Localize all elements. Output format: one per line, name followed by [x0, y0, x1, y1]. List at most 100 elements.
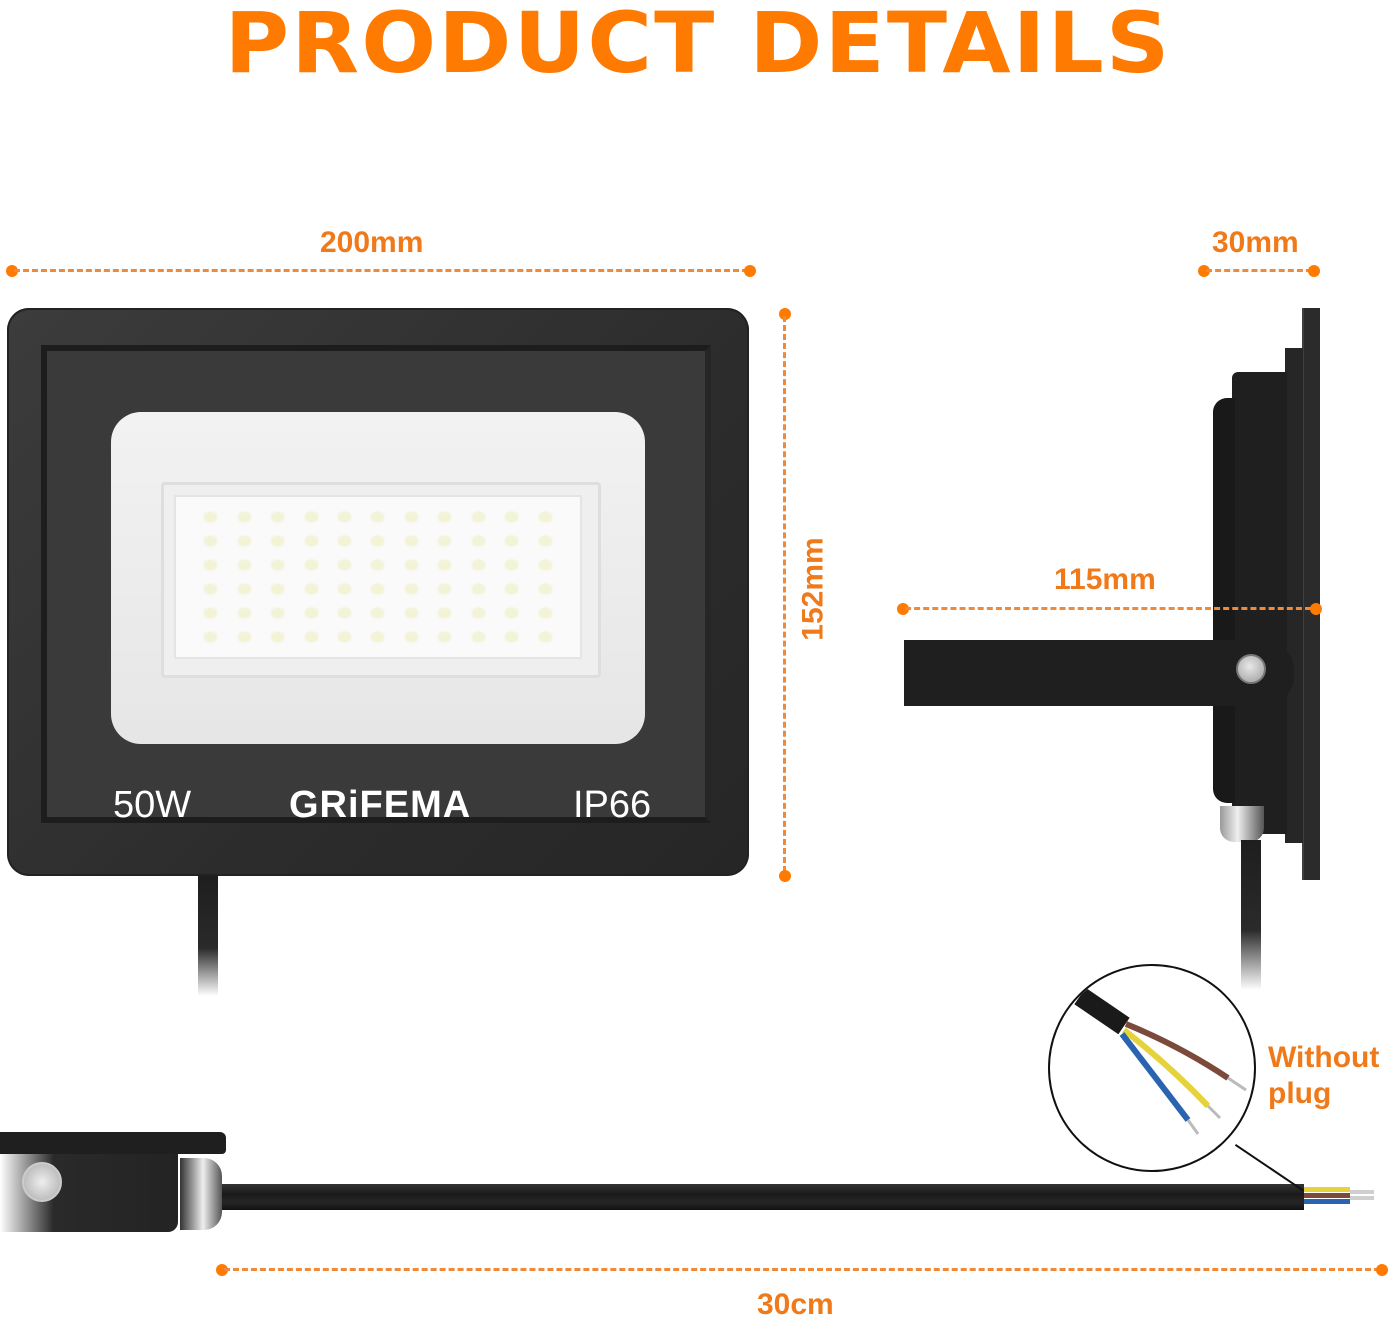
led-chip [272, 513, 284, 521]
cable-dimension-start-dot [216, 1264, 228, 1276]
side-power-cable [1241, 840, 1261, 990]
stripped-wires-icon [1074, 987, 1247, 1135]
led-chip [372, 633, 384, 641]
bottom-view-lamp-edge [0, 1132, 226, 1154]
led-chip [539, 537, 551, 545]
callout-line-2: plug [1268, 1077, 1332, 1110]
bracket-bolt-icon [1236, 654, 1266, 684]
side-view-front-plate [1302, 308, 1320, 880]
led-chip [506, 585, 518, 593]
led-chip [539, 513, 551, 521]
side-view-step [1285, 348, 1303, 843]
led-chip [405, 537, 417, 545]
cable-dimension-line [224, 1268, 1380, 1271]
bottom-bolt-icon [22, 1162, 62, 1202]
led-chip [339, 537, 351, 545]
width-dimension-end-dot [744, 265, 756, 277]
led-chip [405, 513, 417, 521]
led-chip [372, 609, 384, 617]
led-chip [205, 513, 217, 521]
ip-rating-label: IP66 [573, 784, 652, 826]
led-chip [439, 633, 451, 641]
led-chip [272, 609, 284, 617]
led-chip [506, 609, 518, 617]
led-chip [439, 537, 451, 545]
led-chip [506, 537, 518, 545]
led-chip [372, 513, 384, 521]
wire-tip [1350, 1196, 1374, 1200]
led-chip [305, 561, 317, 569]
led-chip [472, 609, 484, 617]
side-view-housing [1232, 372, 1287, 834]
depth-dimension-line [1206, 269, 1312, 272]
led-chip [205, 585, 217, 593]
wire-tip [1350, 1190, 1374, 1194]
height-dimension-end-dot [779, 870, 791, 882]
led-chip [372, 561, 384, 569]
bracket-dimension-line [905, 607, 1311, 610]
led-chip [238, 537, 250, 545]
led-chip [506, 561, 518, 569]
led-chip [305, 513, 317, 521]
led-chip [238, 513, 250, 521]
led-chip [205, 633, 217, 641]
led-chip [339, 633, 351, 641]
depth-dimension-start-dot [1198, 265, 1210, 277]
height-dimension-start-dot [779, 308, 791, 320]
led-chip [472, 537, 484, 545]
led-chip [405, 609, 417, 617]
led-chip [372, 537, 384, 545]
floodlight-reflector [111, 412, 645, 744]
reflector-inner-bevel [161, 482, 601, 678]
floodlight-front-view: 50W GRiFEMA IP66 [7, 308, 749, 876]
width-dimension-line [14, 269, 748, 272]
led-chip [238, 633, 250, 641]
depth-dimension-end-dot [1308, 265, 1320, 277]
led-chip [439, 561, 451, 569]
cable-gland [1220, 806, 1264, 842]
without-plug-callout: Without plug [1268, 1040, 1379, 1112]
power-label: 50W [113, 784, 192, 826]
cable-dimension-end-dot [1376, 1264, 1388, 1276]
led-chip [539, 585, 551, 593]
mounting-bracket [904, 640, 1294, 706]
led-chip [439, 609, 451, 617]
width-dimension-start-dot [6, 265, 18, 277]
wire-blue [1304, 1199, 1350, 1204]
led-chip [339, 609, 351, 617]
bottom-cable-gland [180, 1158, 222, 1230]
led-chip [238, 609, 250, 617]
led-chip [506, 633, 518, 641]
led-chip [272, 561, 284, 569]
height-dimension-line [783, 316, 786, 872]
led-chip [472, 585, 484, 593]
led-chip [439, 585, 451, 593]
led-chip [272, 585, 284, 593]
led-array [174, 495, 582, 659]
led-chip [472, 561, 484, 569]
page-title: PRODUCT DETAILS [224, 0, 1172, 92]
wire-brown [1304, 1193, 1350, 1198]
led-chip [305, 585, 317, 593]
led-chip [339, 513, 351, 521]
led-chip [506, 513, 518, 521]
led-chip [472, 633, 484, 641]
led-chip [272, 633, 284, 641]
led-chip [205, 609, 217, 617]
led-chip [238, 585, 250, 593]
led-chip [305, 633, 317, 641]
cable-dimension-label: 30cm [757, 1288, 834, 1321]
led-chip [339, 585, 351, 593]
led-chip [405, 585, 417, 593]
led-chip [472, 513, 484, 521]
led-chip [272, 537, 284, 545]
bracket-dimension-start-dot [897, 603, 909, 615]
led-chip [238, 561, 250, 569]
width-dimension-label: 200mm [320, 226, 424, 259]
led-chip [305, 609, 317, 617]
power-cable [222, 1184, 1304, 1210]
led-chip [372, 585, 384, 593]
depth-dimension-label: 30mm [1212, 226, 1299, 259]
led-chip [339, 561, 351, 569]
led-chip [539, 633, 551, 641]
